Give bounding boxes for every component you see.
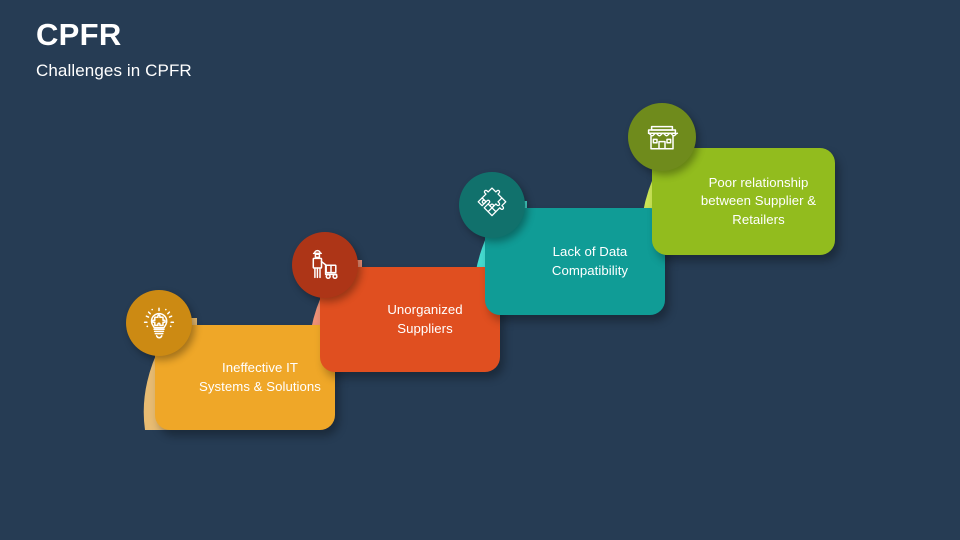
step-2-badge[interactable] bbox=[292, 232, 358, 298]
step-2-label: Unorganized Suppliers bbox=[387, 302, 463, 336]
step-1-badge[interactable] bbox=[126, 290, 192, 356]
lightbulb-puzzle-icon bbox=[140, 304, 178, 342]
page-title: CPFR bbox=[36, 17, 122, 52]
worker-handcart-icon bbox=[306, 246, 344, 284]
storefront-icon bbox=[643, 118, 681, 156]
puzzle-pieces-icon bbox=[472, 185, 512, 225]
page-subtitle: Challenges in CPFR bbox=[36, 61, 192, 80]
step-4-card[interactable]: Poor relationship between Supplier & Ret… bbox=[652, 148, 835, 255]
step-4-label: Poor relationship between Supplier & Ret… bbox=[700, 175, 817, 227]
step-1-label: Ineffective IT Systems & Solutions bbox=[199, 360, 321, 394]
step-4-badge[interactable] bbox=[628, 103, 696, 171]
step-3-badge[interactable] bbox=[459, 172, 525, 238]
step-2-card[interactable]: Unorganized Suppliers bbox=[320, 267, 500, 372]
step-3-label: Lack of Data Compatibility bbox=[551, 244, 629, 278]
